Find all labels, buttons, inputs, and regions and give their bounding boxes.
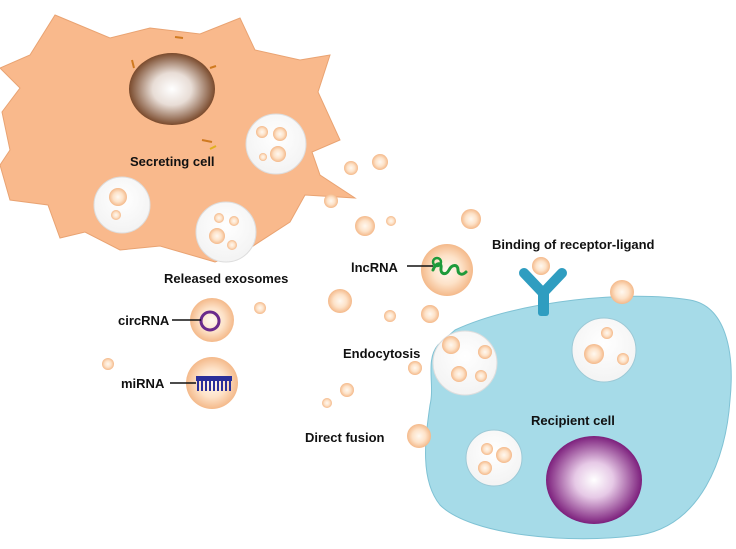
- direct-fusion-label: Direct fusion: [305, 430, 385, 445]
- multivesicular-body: [245, 113, 307, 175]
- recipient-nucleus: [546, 436, 642, 524]
- circrna-icon: [199, 310, 221, 332]
- organelle-mark: [209, 65, 217, 69]
- lncrna-exosome: [421, 244, 473, 296]
- endocytosis-label: Endocytosis: [343, 346, 420, 361]
- endocytosis-vesicle: [432, 330, 498, 396]
- recipient-cell-label: Recipient cell: [531, 413, 615, 428]
- mirna-icon: [196, 376, 232, 391]
- organelle-mark: [209, 145, 217, 150]
- receptor: [519, 268, 567, 316]
- binding-receptor-ligand-label: Binding of receptor-ligand: [492, 237, 655, 252]
- released-exosomes-label: Released exosomes: [164, 271, 288, 286]
- circrna-label: circRNA: [118, 313, 170, 328]
- multivesicular-body: [465, 429, 523, 487]
- organelle-mark: [201, 139, 213, 143]
- free-exosomes: [102, 154, 634, 448]
- multivesicular-body: [93, 176, 151, 234]
- multivesicular-body: [571, 317, 637, 383]
- secreting-cell: [0, 14, 357, 263]
- lncrna-label: lncRNA: [351, 260, 399, 275]
- mirna-label: miRNA: [121, 376, 165, 391]
- mirna-exosome: [186, 357, 238, 409]
- organelle-mark: [174, 36, 184, 39]
- secreting-nucleus: [129, 53, 215, 125]
- circrna-exosome: [190, 298, 234, 342]
- multivesicular-body: [195, 201, 257, 263]
- secreting-cell-label: Secreting cell: [130, 154, 215, 169]
- organelle-mark: [131, 59, 135, 69]
